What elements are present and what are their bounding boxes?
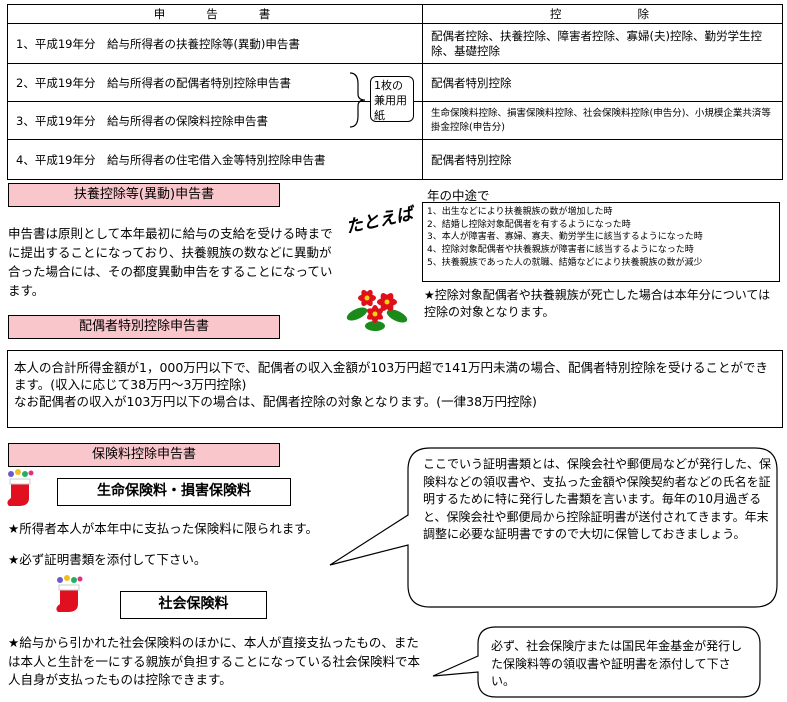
list-item: 3、本人が障害者、寡婦、寡夫、勤労学生に該当するようになった時 [427,232,703,243]
social-insurance-title: 社会保険料 [120,591,267,619]
haigusha-note: なお配偶者の収入が103万円以下の場合は、配偶者控除の対象となります。(一律38… [14,394,537,409]
life-insurance-note: ★所得者本人が本年中に支払った保険料に限られます。 [8,521,318,536]
life-insurance-attach-note: ★必ず証明書類を添付して下さい。 [8,552,207,567]
section-title-haigusha: 配偶者特別控除申告書 [8,315,280,339]
list-item: 4、控除対象配偶者や扶養親族が障害者に該当するようになった時 [427,245,694,256]
examples-box: 1、出生などにより扶養親族の数が増加した時 2、結婚し控除対象配偶者を有するよう… [422,202,780,282]
table-row-form: 2、平成19年分 給与所得者の配偶者特別控除申告書 [7,63,423,102]
list-item: 1、出生などにより扶養親族の数が増加した時 [427,207,613,217]
stocking-icon [7,469,34,506]
stocking-icon [56,575,83,612]
midyear-label: 年の中途で [427,188,490,203]
table-header-deductions: 控 除 [422,4,783,24]
fuyou-note: ★控除対象配偶者や扶養親族が死亡した場合は本年分については控除の対象となります。 [424,288,771,319]
brace-icon [349,72,366,128]
list-item: 2、結婚し控除対象配偶者を有するようになった時 [427,219,631,230]
table-row-deduction: 配偶者特別控除 [422,139,783,180]
table-row-form: 1、平成19年分 給与所得者の扶養控除等(異動)申告書 [7,23,423,64]
social-certificate-note: 必ず、社会保険庁または国民年金基金が発行した保険料等の領収書や証明書を添付して下… [491,639,743,688]
social-insurance-note: ★給与から引かれた社会保険料のほかに、本人が直接支払ったもの、または本人と生計を… [8,635,421,687]
table-row-form: 4、平成19年分 給与所得者の住宅借入金等特別控除申告書 [7,139,423,180]
table-row-deduction: 配偶者特別控除 [422,63,783,102]
life-insurance-title: 生命保険料・損害保険料 [57,478,291,506]
certificate-explanation: ここでいう証明書類とは、保険会社や郵便局などが発行した、保険料などの領収書や、支… [423,457,772,541]
table-row-deduction: 生命保険料控除、損害保険料控除、社会保険料控除(申告分)、小規模企業共済等掛金控… [422,101,783,140]
list-item: 5、扶養親族であった人の就職、結婚などにより扶養親族の数が減少 [427,257,703,268]
speech-bubble [432,626,761,698]
shared-form-note: 1枚の兼用用紙 [370,76,414,122]
example-label: たとえば [344,204,415,238]
speech-bubble [329,447,778,608]
haigusha-box: 本人の合計所得金額が1，000万円以下で、配偶者の収入金額が103万円超で141… [7,350,783,428]
section-title-fuyou: 扶養控除等(異動)申告書 [8,183,280,207]
table-header-forms: 申 告 書 [7,4,423,24]
table-row-deduction: 配偶者控除、扶養控除、障害者控除、寡婦(夫)控除、勤労学生控除、基礎控除 [422,23,783,64]
table-row-form: 3、平成19年分 給与所得者の保険料控除申告書 [7,101,423,140]
summary-table: 申 告 書 控 除 1、平成19年分 給与所得者の扶養控除等(異動)申告書 配偶… [7,4,783,180]
fuyou-description: 申告書は原則として本年最初に給与の支給を受ける時までに提出することになっており、… [8,226,333,298]
poinsettia-icon [346,289,408,331]
section-title-hoken: 保険料控除申告書 [8,443,280,467]
haigusha-description: 本人の合計所得金額が1，000万円以下で、配偶者の収入金額が103万円超で141… [14,360,769,392]
